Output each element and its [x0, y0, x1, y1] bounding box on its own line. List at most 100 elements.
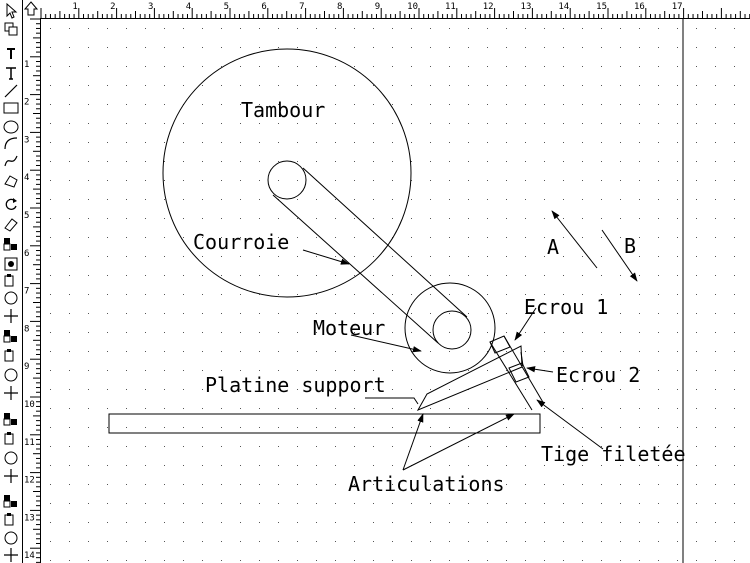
tool-palette [0, 0, 23, 563]
platine-support-plate[interactable] [416, 345, 523, 412]
ruler-label: 11 [24, 438, 35, 448]
direction-b-arrow [601, 229, 638, 282]
ecrou-2-label: Ecrou 2 [556, 363, 640, 387]
platine-support-label: Platine support [205, 373, 386, 397]
diagram: Tambour Courroie Moteur Platine support … [50, 19, 735, 563]
fill-pattern-icon[interactable] [2, 410, 20, 428]
ruler-label: 7 [24, 287, 29, 297]
circle-swatch-icon[interactable] [2, 289, 20, 307]
tige-filetee-label: Tige filetée [541, 442, 686, 466]
text-tool-icon[interactable] [2, 44, 20, 62]
pen-icon[interactable] [2, 511, 20, 529]
fill-pattern-icon[interactable] [2, 327, 20, 345]
pen-icon[interactable] [2, 272, 20, 290]
courroie-belt-lower[interactable] [272, 194, 439, 344]
ruler-label: 15 [596, 2, 607, 12]
ruler-label: 14 [558, 2, 569, 12]
ruler-label: 3 [148, 2, 153, 12]
circle-swatch-icon[interactable] [2, 366, 20, 384]
tige-filetee-arrow [536, 399, 604, 450]
ruler-label: 7 [299, 2, 304, 12]
ruler-label: 3 [24, 135, 29, 145]
page-icon[interactable] [2, 20, 20, 38]
moteur-label: Moteur [313, 316, 385, 340]
ruler-label: 10 [24, 400, 35, 410]
ecrou-1-label: Ecrou 1 [524, 295, 608, 319]
articulation-arrow-left [402, 413, 424, 471]
ecrou-1-nut[interactable] [489, 335, 511, 354]
pointer-icon[interactable] [2, 2, 20, 20]
courroie-belt-upper[interactable] [302, 167, 468, 318]
rectangle-tool-icon[interactable] [2, 99, 20, 117]
pen-icon[interactable] [2, 430, 20, 448]
drawing-canvas[interactable]: Tambour Courroie Moteur Platine support … [41, 19, 750, 563]
cross-icon[interactable] [2, 467, 20, 485]
cross-icon[interactable] [2, 546, 20, 563]
platine-leader [365, 397, 419, 405]
ruler-label: 11 [445, 2, 456, 12]
tambour-pulley[interactable] [267, 160, 307, 200]
tige-filetee-rod-b[interactable] [503, 335, 545, 405]
fill-pattern-icon[interactable] [2, 492, 20, 510]
moteur-arrow [350, 334, 422, 353]
ruler-label: 8 [24, 324, 29, 334]
direction-a-arrow [551, 210, 598, 269]
direction-b-label: B [624, 234, 636, 258]
grid-dots [50, 28, 735, 561]
freehand-tool-icon[interactable] [2, 152, 20, 170]
ruler-label: 4 [24, 173, 29, 183]
ruler-label: 2 [110, 2, 115, 12]
ruler-label: 1 [72, 2, 77, 12]
ruler-label: 14 [24, 551, 35, 561]
cross-icon[interactable] [2, 384, 20, 402]
ecrou-spacer [520, 351, 524, 367]
rotate-tool-icon[interactable] [2, 195, 20, 213]
ruler-label: 17 [672, 2, 683, 12]
courroie-label: Courroie [193, 230, 289, 254]
line-pattern-icon[interactable] [2, 255, 20, 273]
ruler-label: 8 [337, 2, 342, 12]
circle-swatch-icon[interactable] [2, 449, 20, 467]
ellipse-tool-icon[interactable] [2, 118, 20, 136]
ruler-label: 12 [24, 476, 35, 486]
tambour-label: Tambour [241, 98, 325, 122]
tambour-drum[interactable] [162, 48, 412, 298]
ruler-label: 5 [24, 211, 29, 221]
line-tool-icon[interactable] [2, 82, 20, 100]
ruler-label: 5 [224, 2, 229, 12]
ruler-label: 9 [24, 362, 29, 372]
ecrou-2-arrow [526, 366, 554, 373]
ruler-corner[interactable] [22, 0, 41, 19]
ruler-label: 4 [186, 2, 191, 12]
ecrou-2-nut[interactable] [508, 362, 530, 383]
ruler-label: 10 [407, 2, 418, 12]
text-frame-icon[interactable] [2, 64, 20, 82]
ruler-origin-icon[interactable] [22, 0, 40, 18]
circle-swatch-icon[interactable] [2, 529, 20, 547]
ruler-label: 6 [24, 249, 29, 259]
ecrou-1-arrow [514, 307, 537, 341]
ruler-label: 2 [24, 98, 29, 108]
polygon-tool-icon[interactable] [2, 172, 20, 190]
ruler-label: 12 [483, 2, 494, 12]
fill-pattern-icon[interactable] [2, 235, 20, 253]
moteur-circle[interactable] [404, 282, 496, 374]
pen-icon[interactable] [2, 347, 20, 365]
ruler-label: 9 [375, 2, 380, 12]
cross-icon[interactable] [2, 307, 20, 325]
ruler-label: 6 [261, 2, 266, 12]
ruler-label: 13 [521, 2, 532, 12]
direction-a-label: A [547, 235, 559, 259]
arc-tool-icon[interactable] [2, 135, 20, 153]
tige-filetee-rod-a[interactable] [489, 341, 533, 411]
moteur-pulley[interactable] [432, 310, 472, 350]
eraser-tool-icon[interactable] [2, 215, 20, 233]
articulation-arrow-right [402, 413, 515, 471]
base-plate[interactable] [108, 413, 541, 434]
ruler-label: 1 [24, 60, 29, 70]
